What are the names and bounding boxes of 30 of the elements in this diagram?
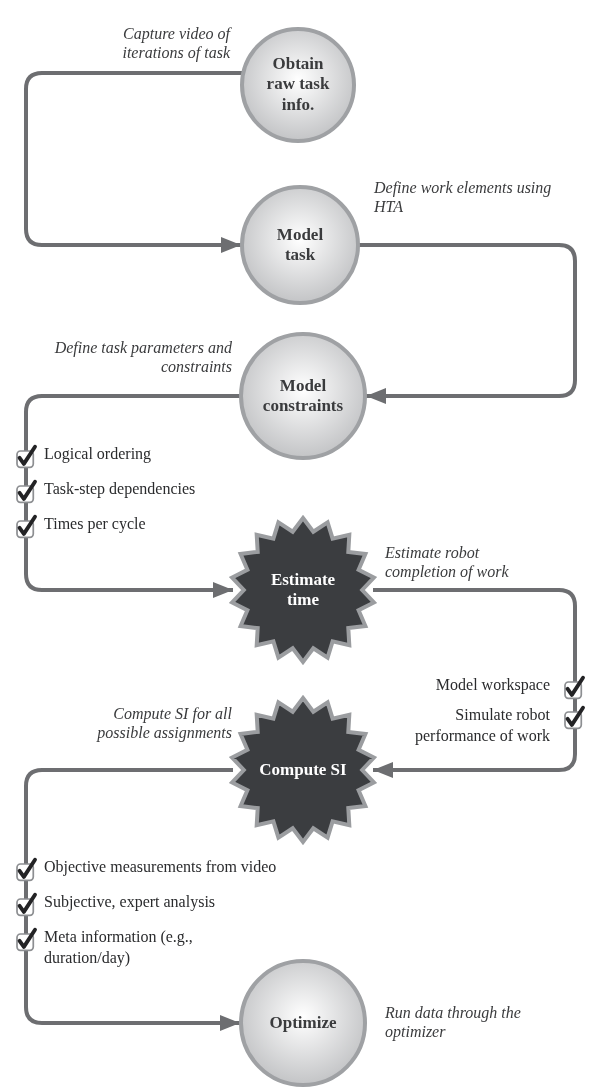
step-label: Estimate time [269, 569, 337, 611]
step-label: Model task [275, 224, 325, 266]
arrow [373, 588, 577, 778]
process-circle [239, 959, 367, 1087]
step-label: Optimize [268, 1012, 338, 1034]
step-label: Obtain raw task info. [265, 54, 331, 116]
step-caption: Define work elements using HTA [374, 178, 553, 217]
process-circle [240, 27, 356, 143]
arrow [24, 394, 240, 598]
step-label: Compute SI [258, 759, 348, 781]
starburst-shape [229, 516, 377, 664]
process-circle [239, 332, 367, 460]
arrow [24, 71, 243, 253]
process-circle [240, 185, 360, 305]
checklist-item: Subjective, expert analysis [44, 892, 216, 913]
step-caption: Run data through the optimizer [385, 1003, 522, 1042]
checklist-item: Objective measurements from video [44, 857, 277, 878]
checklist-item: Meta information (e.g., duration/day) [44, 927, 194, 969]
checklist-item: Task-step dependencies [44, 479, 196, 500]
step-label: Model constraints [261, 375, 345, 417]
checklist-item: Simulate robot performance of work [413, 705, 550, 747]
checklist-item: Model workspace [434, 675, 550, 696]
arrow [359, 243, 577, 404]
step-caption: Estimate robot completion of work [385, 543, 510, 582]
step-caption: Capture video of iterations of task [121, 24, 230, 63]
checklist-item: Logical ordering [44, 444, 152, 465]
checklist-item: Times per cycle [44, 514, 146, 535]
step-caption: Define task parameters and constraints [53, 338, 232, 377]
step-caption: Compute SI for all possible assignments [95, 704, 232, 743]
arrow [24, 768, 240, 1031]
